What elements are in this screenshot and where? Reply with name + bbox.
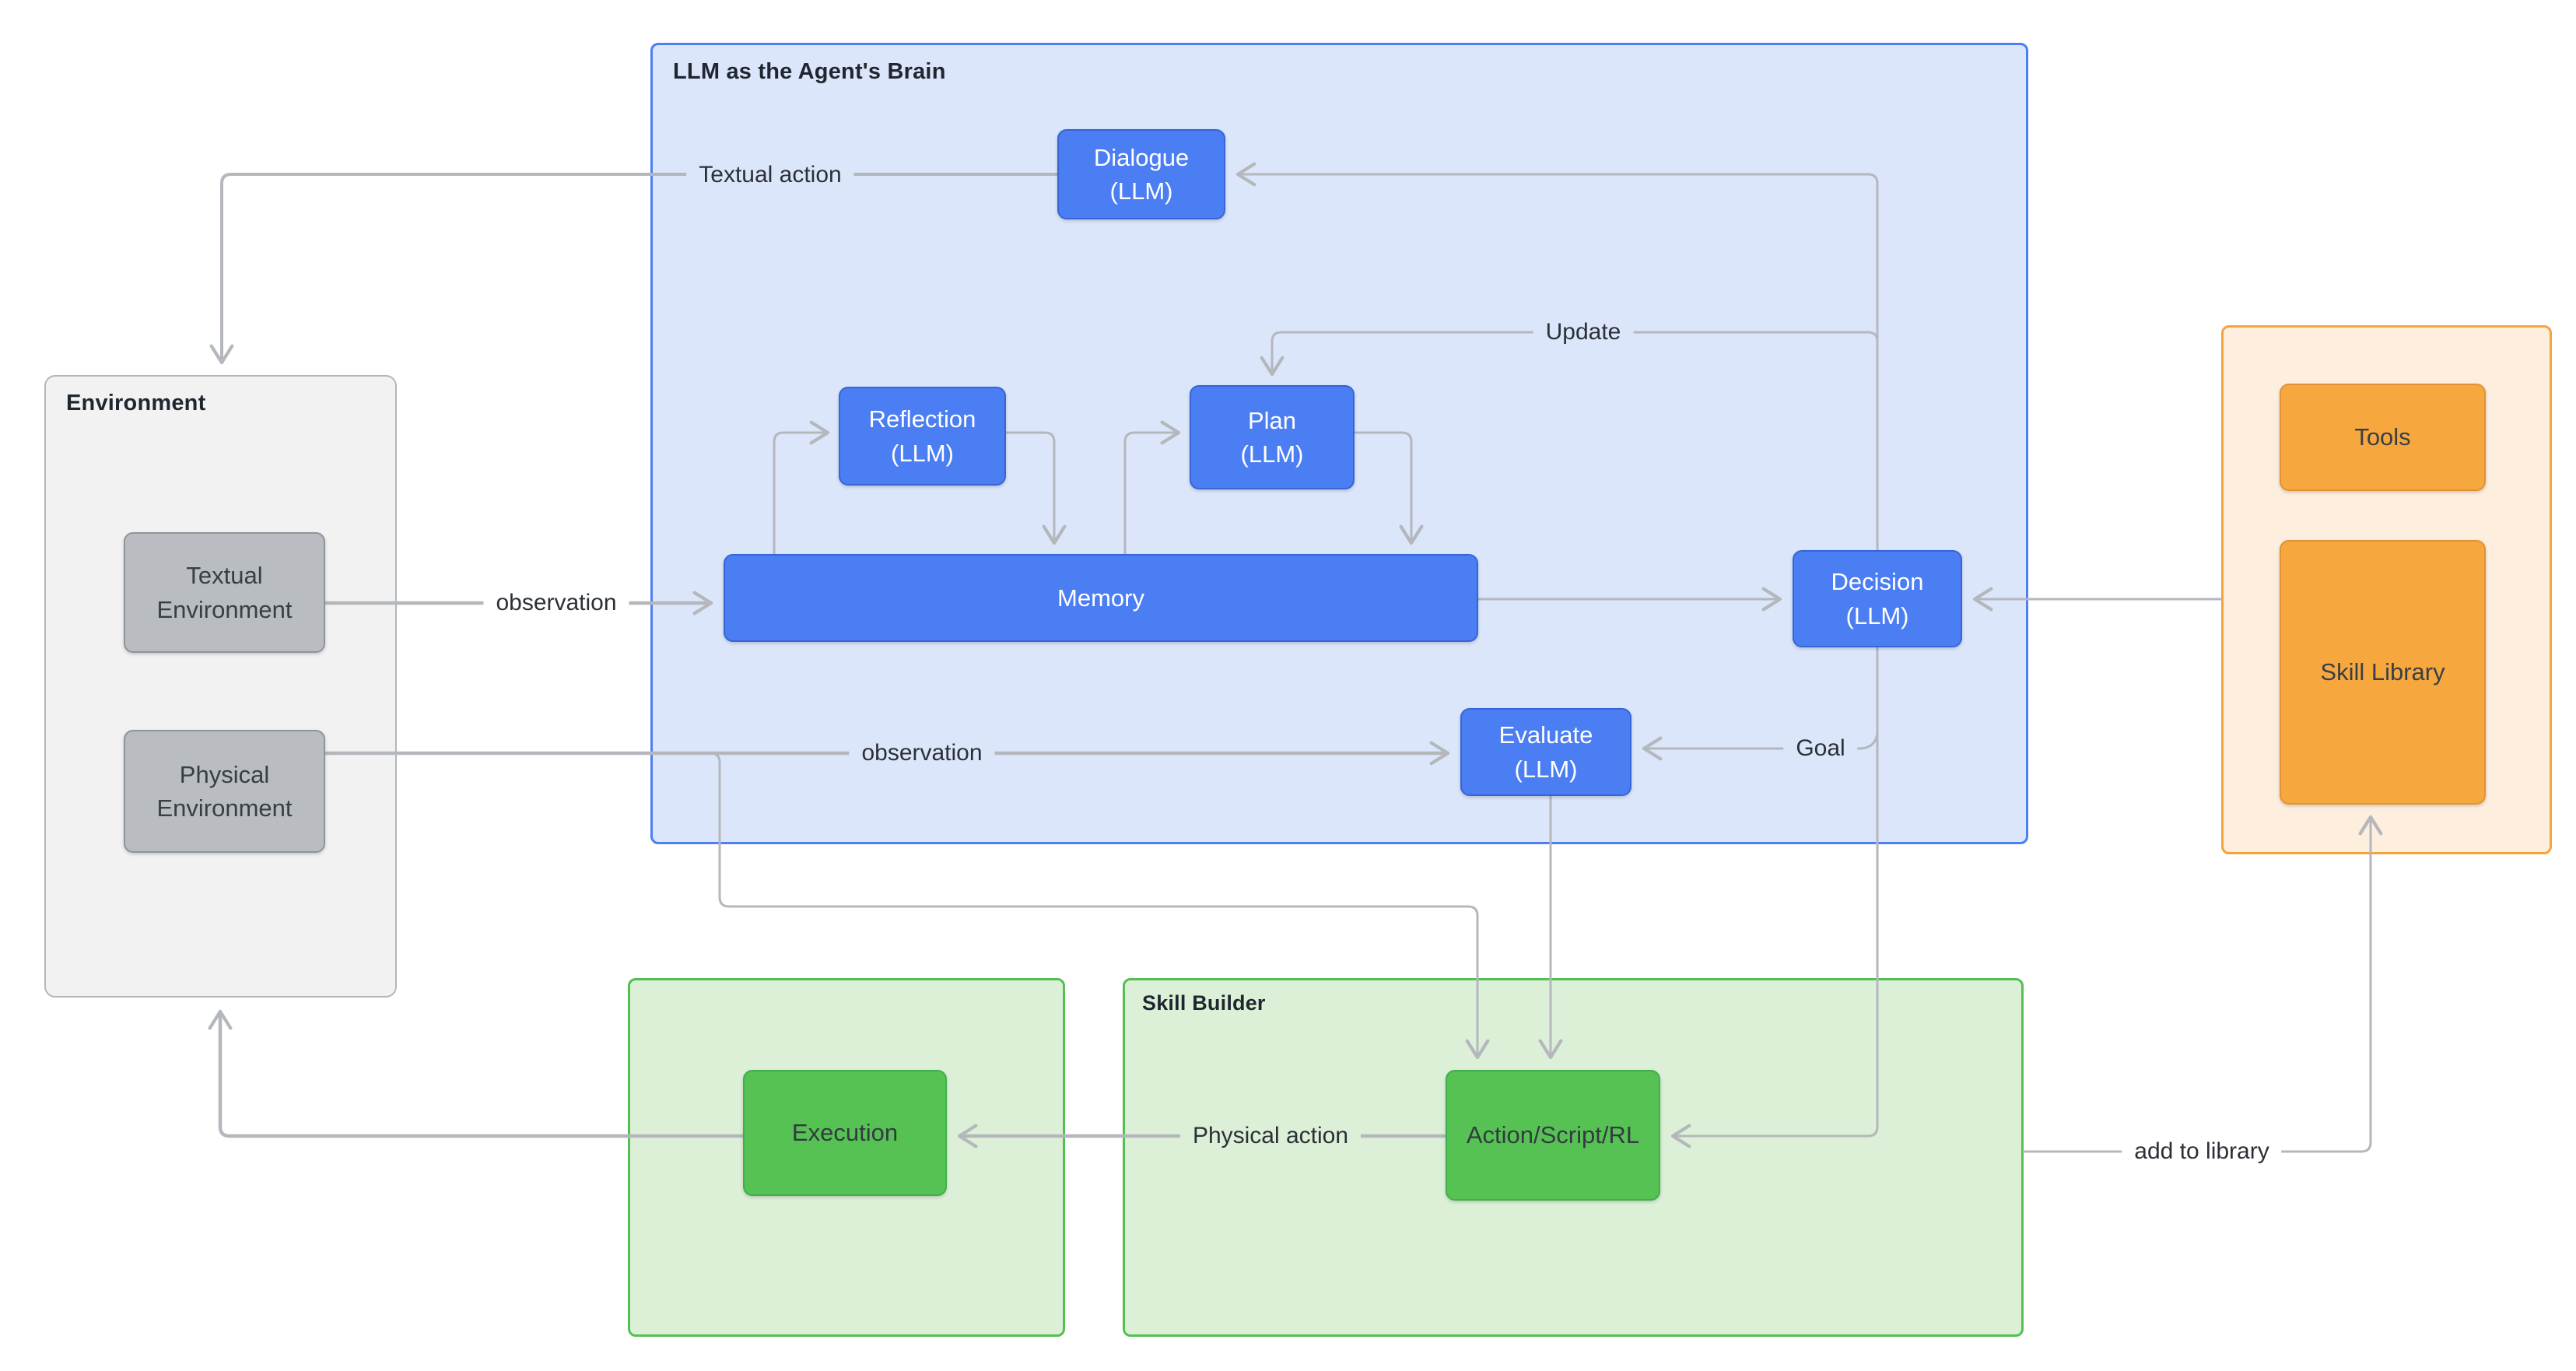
edge-reflection-to-memory <box>1004 431 1067 545</box>
physical-action-label: Physical action <box>1179 1121 1362 1151</box>
edge-plan-to-memory <box>1353 431 1424 545</box>
edge-execution-to-environment <box>208 1009 745 1138</box>
edge-memory-to-reflection <box>773 420 830 556</box>
execution-node: Execution <box>743 1070 947 1196</box>
edge-skill-builder-to-library <box>2022 815 2383 1153</box>
observation-physical-label: observation <box>849 738 995 768</box>
skill-library-node: Skill Library <box>2280 540 2486 805</box>
environment-title: Environment <box>66 391 206 416</box>
decision-llm-node: Decision (LLM) <box>1793 550 1962 647</box>
edge-decision-to-action <box>1670 646 1879 1148</box>
physical-environment-node: Physical Environment <box>124 730 325 853</box>
add-to-library-label: add to library <box>2122 1137 2282 1166</box>
action-script-rl-node: Action/Script/RL <box>1446 1070 1660 1201</box>
edge-physical-env-to-action <box>324 752 1490 1060</box>
tools-node: Tools <box>2280 384 2486 491</box>
goal-label: Goal <box>1783 734 1858 763</box>
skill-builder-title: Skill Builder <box>1142 991 1266 1015</box>
plan-llm-node: Plan (LLM) <box>1190 385 1355 489</box>
edge-decision-to-dialogue <box>1235 162 1879 552</box>
edge-memory-to-plan <box>1123 420 1181 556</box>
update-label: Update <box>1533 317 1634 347</box>
textual-environment-node: Textual Environment <box>124 532 325 653</box>
llm-brain-title: LLM as the Agent's Brain <box>673 59 946 84</box>
edge-dialogue-to-environment <box>209 173 1059 365</box>
dialogue-llm-node: Dialogue (LLM) <box>1057 129 1225 219</box>
edge-update-to-plan <box>1260 331 1879 377</box>
textual-action-label: Textual action <box>686 160 854 190</box>
memory-node: Memory <box>724 554 1478 642</box>
evaluate-llm-node: Evaluate (LLM) <box>1460 708 1631 796</box>
observation-textual-label: observation <box>483 588 629 618</box>
reflection-llm-node: Reflection (LLM) <box>839 387 1006 486</box>
environment-container: Environment <box>44 375 397 998</box>
